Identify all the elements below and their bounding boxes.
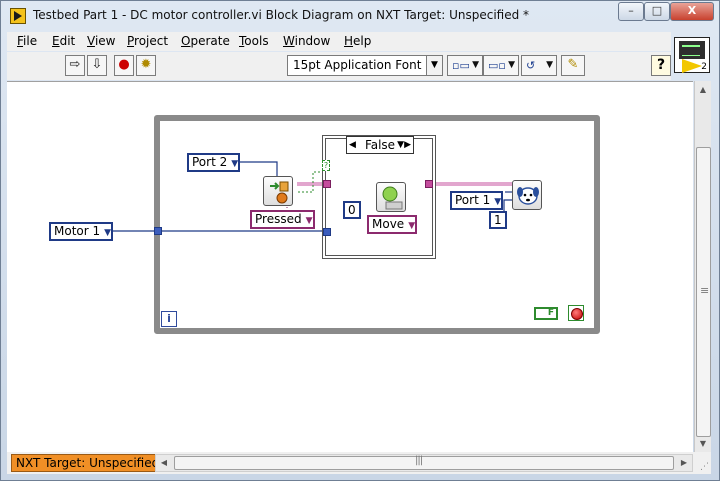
port1-constant[interactable]: Port 1▼: [450, 191, 504, 210]
scroll-right-icon[interactable]: ▶: [680, 458, 688, 467]
reorder-dropdown[interactable]: ↺▼: [521, 55, 557, 76]
while-loop[interactable]: [154, 115, 600, 334]
menu-view[interactable]: View: [87, 34, 116, 48]
scroll-down-icon[interactable]: ▼: [699, 439, 707, 448]
status-bar: NXT Target: Unspecified ◀ ▶ ⋰: [7, 452, 711, 474]
port1-label: Port 1: [455, 193, 491, 207]
dog-icon: [517, 187, 539, 205]
chevron-down-icon: ▼: [408, 221, 416, 231]
vertical-scroll-thumb[interactable]: [696, 147, 711, 437]
scroll-up-icon[interactable]: ▲: [699, 85, 707, 94]
run-continuously-icon[interactable]: ⇩: [87, 55, 107, 76]
case-selector[interactable]: ◀ False ▼▶: [346, 136, 414, 154]
chevron-down-icon: ▼: [231, 159, 239, 169]
motor1-label: Motor 1: [54, 224, 101, 238]
case-selector-terminal[interactable]: ?: [322, 160, 330, 171]
oscilloscope-icon: [679, 41, 705, 59]
highlight-execution-icon[interactable]: ✹: [136, 55, 156, 76]
context-help-button[interactable]: ?: [651, 55, 671, 76]
distribute-objects-dropdown[interactable]: ▭▫▼: [483, 55, 519, 76]
maximize-button[interactable]: □: [644, 2, 670, 21]
touch-sensor-icon: [270, 181, 289, 204]
case-tunnel-motor[interactable]: [323, 228, 331, 236]
horizontal-scrollbar[interactable]: ◀ ▶: [155, 454, 693, 472]
reorder-icon: ↺: [526, 59, 536, 72]
labview-app-icon: [10, 8, 26, 24]
motor-icon: [382, 186, 403, 210]
target-label[interactable]: NXT Target: Unspecified: [11, 454, 165, 472]
motor-move-subvi[interactable]: [376, 182, 406, 212]
case-tunnel-error-in[interactable]: [323, 180, 331, 188]
font-select[interactable]: 15pt Application Font ▼: [287, 55, 443, 76]
play-icon: [682, 59, 702, 73]
scroll-left-icon[interactable]: ◀: [160, 458, 168, 467]
port2-constant[interactable]: Port 2▼: [187, 153, 241, 172]
abort-icon[interactable]: ●: [114, 55, 134, 76]
move-constant[interactable]: Move▼: [367, 215, 418, 234]
resize-grip-icon[interactable]: ⋰: [700, 462, 709, 472]
move-label: Move: [372, 217, 405, 231]
tf-label: F: [547, 308, 554, 318]
motor1-constant[interactable]: Motor 1▼: [49, 222, 114, 241]
case-prev-icon[interactable]: ◀: [349, 140, 356, 150]
title-bar: Testbed Part 1 - DC motor controller.vi …: [1, 1, 719, 31]
iteration-terminal[interactable]: i: [161, 311, 177, 327]
align-icon: ▫▭: [452, 59, 470, 72]
chevron-down-icon: ▼: [494, 197, 502, 207]
vi-icon[interactable]: 2: [674, 37, 710, 73]
menu-bar: File Edit View Project Operate Tools Win…: [7, 32, 671, 51]
close-button[interactable]: X: [670, 2, 714, 21]
toolbar: ⇨ ⇩ ● ✹ 15pt Application Font ▼ ▫▭▼ ▭▫▼ …: [7, 52, 671, 80]
stop-terminal-icon[interactable]: [568, 305, 584, 321]
one-constant[interactable]: 1: [489, 211, 507, 229]
true-false-constant[interactable]: F: [534, 307, 558, 320]
case-selector-label: False: [364, 138, 396, 152]
vi-icon-number: 2: [701, 62, 707, 72]
sound-subvi[interactable]: [512, 180, 542, 210]
menu-file[interactable]: File: [17, 34, 38, 48]
case-next-icon[interactable]: ▼▶: [397, 140, 411, 150]
block-diagram-canvas[interactable]: i ◀ False ▼▶ ? Port 2▼ Motor 1▼ Pressed▼…: [7, 81, 693, 452]
touch-sensor-subvi[interactable]: [263, 176, 293, 206]
cleanup-diagram-icon[interactable]: ✎: [561, 55, 585, 76]
chevron-down-icon: ▼: [426, 56, 442, 75]
window-title: Testbed Part 1 - DC motor controller.vi …: [33, 8, 530, 22]
run-arrow-icon[interactable]: ⇨: [65, 55, 85, 76]
menu-window[interactable]: Window: [283, 34, 331, 48]
menu-operate[interactable]: Operate: [181, 34, 230, 48]
distribute-icon: ▭▫: [488, 59, 506, 72]
menu-tools[interactable]: Tools: [239, 34, 269, 48]
minimize-button[interactable]: –: [618, 2, 644, 21]
menu-edit[interactable]: Edit: [52, 34, 76, 48]
loop-tunnel-motor[interactable]: [154, 227, 162, 235]
chevron-down-icon: ▼: [305, 216, 313, 226]
menu-project[interactable]: Project: [127, 34, 169, 48]
pressed-label: Pressed: [255, 212, 302, 226]
font-select-value: 15pt Application Font: [293, 58, 422, 72]
horizontal-scroll-thumb[interactable]: [174, 455, 674, 470]
vertical-scrollbar[interactable]: ▲ ▼: [694, 81, 711, 452]
pressed-constant[interactable]: Pressed▼: [250, 210, 315, 229]
chevron-down-icon: ▼: [104, 228, 112, 238]
case-tunnel-error-out[interactable]: [425, 180, 433, 188]
menu-help[interactable]: Help: [344, 34, 372, 48]
port2-label: Port 2: [192, 155, 228, 169]
align-objects-dropdown[interactable]: ▫▭▼: [447, 55, 483, 76]
zero-constant[interactable]: 0: [343, 201, 361, 219]
